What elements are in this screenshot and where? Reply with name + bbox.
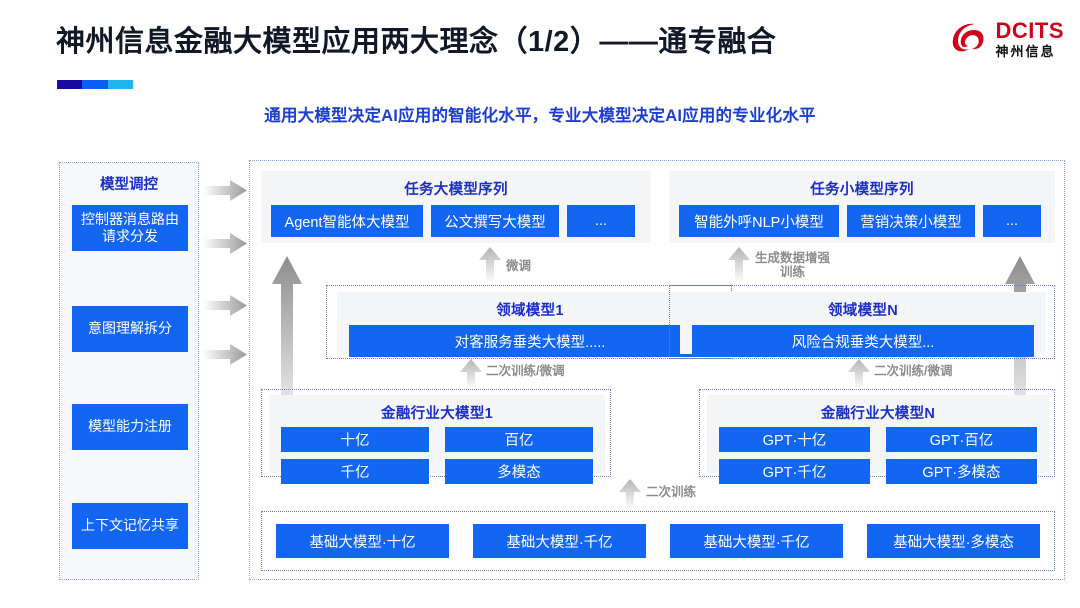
industry-1-item-billion[interactable]: 十亿 bbox=[281, 427, 429, 452]
sidebar-item-context-memory[interactable]: 上下文记忆共享 bbox=[72, 503, 188, 549]
task-big-items: Agent智能体大模型 公文撰写大模型 ... bbox=[261, 199, 651, 245]
arrow-up-icon-retrain-right bbox=[848, 359, 870, 389]
domain-1-item-customer-service[interactable]: 对客服务垂类大模型..... bbox=[349, 325, 711, 357]
task-big-item-agent[interactable]: Agent智能体大模型 bbox=[271, 205, 423, 237]
base-model-item-100billion[interactable]: 基础大模型·千亿 bbox=[473, 524, 646, 558]
group-title-industry-n: 金融行业大模型N bbox=[820, 406, 936, 422]
band-domain-model-1: 领域模型1 对客服务垂类大模型..... bbox=[326, 285, 732, 359]
industry-n-item-gpt-billion[interactable]: GPT·十亿 bbox=[719, 427, 870, 452]
base-model-item-trillion[interactable]: 基础大模型·千亿 bbox=[670, 524, 843, 558]
industry-1-item-multimodal[interactable]: 多模态 bbox=[445, 459, 593, 484]
arrow-right-icon-1 bbox=[203, 180, 247, 201]
industry-n-item-gpt-10billion[interactable]: GPT·百亿 bbox=[886, 427, 1037, 452]
base-model-item-multimodal[interactable]: 基础大模型·多模态 bbox=[867, 524, 1040, 558]
logo-en-text: DCITS bbox=[995, 18, 1064, 43]
task-small-item-more[interactable]: ... bbox=[983, 205, 1041, 237]
group-title-domain-n: 领域模型N bbox=[828, 303, 898, 319]
logo-cn-text: 神州信息 bbox=[995, 44, 1056, 59]
arrow-right-icon-4 bbox=[203, 344, 247, 365]
task-big-item-doc-writing[interactable]: 公文撰写大模型 bbox=[431, 205, 559, 237]
arrow-up-icon-data-aug bbox=[728, 247, 750, 283]
architecture-panel: 微调 生成数据增强 训练 二次训练/微调 二次训练/微调 二次训练 任务大模型序… bbox=[249, 160, 1065, 580]
arrow-up-icon-retrain-bottom bbox=[619, 479, 641, 509]
sidebar-item-controller-routing[interactable]: 控制器消息路由请求分发 bbox=[72, 205, 188, 251]
group-industry-model-n: 金融行业大模型N GPT·十亿 GPT·百亿 GPT·千亿 GPT·多模态 bbox=[707, 395, 1049, 484]
industry-1-items: 十亿 百亿 千亿 多模态 bbox=[269, 423, 605, 490]
sidebar-item-capability-registry[interactable]: 模型能力注册 bbox=[72, 404, 188, 450]
arrow-right-icon-2 bbox=[203, 233, 247, 254]
company-logo: DCITS 神州信息 bbox=[947, 18, 1065, 60]
group-task-small-model-sequence: 任务小模型序列 智能外呼NLP小模型 营销决策小模型 ... bbox=[669, 171, 1055, 243]
band-industry-model-n: 金融行业大模型N GPT·十亿 GPT·百亿 GPT·千亿 GPT·多模态 bbox=[699, 389, 1055, 484]
sidebar-title: 模型调控 bbox=[100, 177, 158, 193]
caption-retrain-finetune-right: 二次训练/微调 bbox=[874, 364, 953, 378]
industry-n-items: GPT·十亿 GPT·百亿 GPT·千亿 GPT·多模态 bbox=[707, 423, 1049, 490]
task-small-item-outbound-nlp[interactable]: 智能外呼NLP小模型 bbox=[679, 205, 839, 237]
industry-1-item-10billion[interactable]: 百亿 bbox=[445, 427, 593, 452]
title-accent-bar bbox=[57, 80, 133, 89]
arrow-up-icon-retrain-left bbox=[460, 359, 482, 389]
task-small-items: 智能外呼NLP小模型 营销决策小模型 ... bbox=[669, 199, 1055, 245]
page-subtitle: 通用大模型决定AI应用的智能化水平，专业大模型决定AI应用的专业化水平 bbox=[264, 107, 816, 125]
caption-finetune: 微调 bbox=[506, 259, 532, 273]
domain-n-item-risk-compliance[interactable]: 风险合规垂类大模型... bbox=[692, 325, 1034, 357]
domain-n-items: 风险合规垂类大模型... bbox=[680, 320, 1046, 363]
dcits-swirl-icon bbox=[947, 18, 989, 60]
group-title-task-big: 任务大模型序列 bbox=[404, 182, 508, 198]
industry-n-item-gpt-multimodal[interactable]: GPT·多模态 bbox=[886, 459, 1037, 484]
band-domain-model-n: 领域模型N 风险合规垂类大模型... bbox=[669, 285, 1055, 359]
group-title-domain-1: 领域模型1 bbox=[496, 303, 564, 319]
group-domain-model-1: 领域模型1 对客服务垂类大模型..... bbox=[337, 292, 723, 357]
base-model-item-billion[interactable]: 基础大模型·十亿 bbox=[276, 524, 449, 558]
sidebar-model-control: 模型调控 控制器消息路由请求分发 意图理解拆分 模型能力注册 上下文记忆共享 bbox=[59, 162, 199, 580]
domain-1-items: 对客服务垂类大模型..... bbox=[337, 320, 723, 363]
task-small-item-marketing[interactable]: 营销决策小模型 bbox=[847, 205, 975, 237]
band-industry-model-1: 金融行业大模型1 十亿 百亿 千亿 多模态 bbox=[261, 389, 611, 484]
band-base-models: 基础大模型·十亿 基础大模型·千亿 基础大模型·千亿 基础大模型·多模态 bbox=[261, 511, 1055, 571]
base-model-items: 基础大模型·十亿 基础大模型·千亿 基础大模型·千亿 基础大模型·多模态 bbox=[262, 512, 1054, 570]
arrow-right-icon-3 bbox=[203, 295, 247, 316]
task-big-item-more[interactable]: ... bbox=[567, 205, 635, 237]
sidebar-item-intent-parsing[interactable]: 意图理解拆分 bbox=[72, 306, 188, 352]
caption-data-augmentation: 生成数据增强 训练 bbox=[755, 251, 831, 280]
industry-1-item-100billion[interactable]: 千亿 bbox=[281, 459, 429, 484]
page-title: 神州信息金融大模型应用两大理念（1/2）——通专融合 bbox=[56, 26, 777, 58]
group-title-task-small: 任务小模型序列 bbox=[810, 182, 914, 198]
group-title-industry-1: 金融行业大模型1 bbox=[381, 406, 493, 422]
caption-retrain-finetune-left: 二次训练/微调 bbox=[486, 364, 565, 378]
group-task-big-model-sequence: 任务大模型序列 Agent智能体大模型 公文撰写大模型 ... bbox=[261, 171, 651, 243]
group-domain-model-n: 领域模型N 风险合规垂类大模型... bbox=[680, 292, 1046, 357]
industry-n-item-gpt-100billion[interactable]: GPT·千亿 bbox=[719, 459, 870, 484]
arrow-up-icon-left-long bbox=[272, 256, 302, 441]
arrow-up-icon-finetune bbox=[479, 247, 501, 283]
caption-retrain: 二次训练 bbox=[646, 485, 697, 499]
group-industry-model-1: 金融行业大模型1 十亿 百亿 千亿 多模态 bbox=[269, 395, 605, 484]
